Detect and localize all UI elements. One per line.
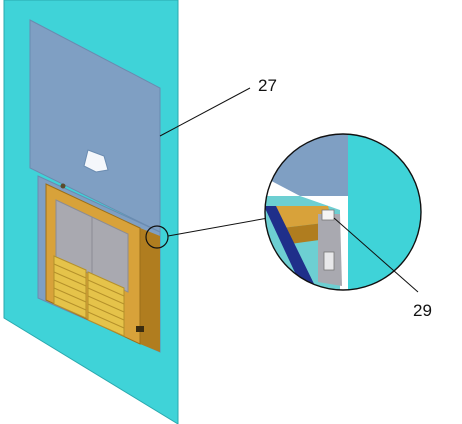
fastener-bottom bbox=[136, 326, 144, 332]
detail-leader bbox=[167, 217, 269, 237]
grille-slats bbox=[53, 263, 125, 329]
callout-label-29: 29 bbox=[413, 301, 432, 320]
detail-locator-circle bbox=[145, 225, 169, 249]
housing-side bbox=[140, 228, 160, 352]
leader-29 bbox=[333, 217, 419, 293]
magnifier-rim bbox=[264, 133, 422, 291]
callout-label-27: 27 bbox=[258, 76, 277, 95]
magnified-detail bbox=[265, 134, 421, 290]
fastener-top bbox=[60, 183, 66, 189]
cover-notch bbox=[83, 149, 109, 173]
leader-27 bbox=[159, 87, 251, 137]
